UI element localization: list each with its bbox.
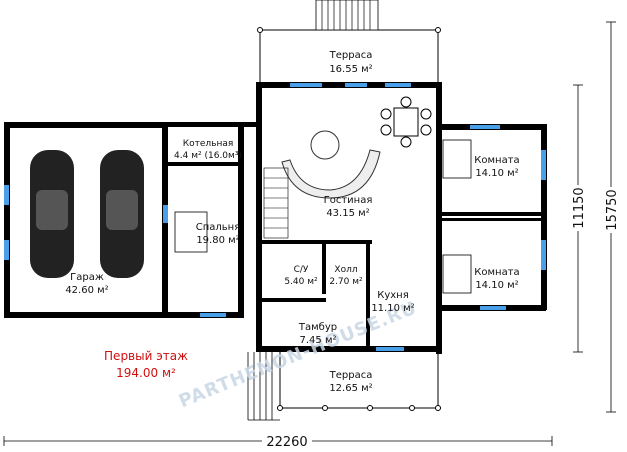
beds bbox=[174, 139, 472, 294]
boiler-area: 4.4 м² (16.0м³) bbox=[174, 151, 242, 161]
room-a-name: Комната bbox=[474, 155, 519, 166]
room-b-area: 14.10 м² bbox=[475, 280, 518, 291]
bedroom-name: Спальня bbox=[196, 222, 241, 233]
windows bbox=[4, 83, 546, 351]
depth-main-dimension: 11150 bbox=[572, 187, 587, 228]
steps-top bbox=[315, 0, 379, 31]
hall-name: Холл bbox=[334, 265, 357, 275]
steps-bottom bbox=[247, 352, 280, 421]
width-dimension: 22260 bbox=[266, 435, 307, 450]
kitchen-name: Кухня bbox=[377, 290, 409, 301]
garage-area: 42.60 м² bbox=[65, 285, 108, 296]
garage-name: Гараж bbox=[70, 272, 104, 283]
terrace-bottom-area: 12.65 м² bbox=[329, 383, 372, 394]
floor-summary: Первый этаж 194.00 м² bbox=[104, 349, 188, 380]
stairs bbox=[263, 167, 289, 239]
terrace-bottom-name: Терраса bbox=[329, 370, 373, 381]
wc-name: С/У bbox=[294, 265, 309, 275]
hall-area: 2.70 м² bbox=[329, 277, 363, 287]
vestibule-name: Тамбур bbox=[298, 322, 337, 333]
room-a-area: 14.10 м² bbox=[475, 168, 518, 179]
floor-area: 194.00 м² bbox=[116, 366, 176, 380]
terrace-top-name: Терраса bbox=[329, 50, 373, 61]
kitchen-area: 11.10 м² bbox=[371, 303, 414, 314]
sofa bbox=[281, 130, 381, 199]
terrace-top-area: 16.55 м² bbox=[329, 64, 372, 75]
wc-area: 5.40 м² bbox=[284, 277, 318, 287]
dining-table bbox=[380, 96, 432, 148]
dimension-width: 22260 bbox=[3, 433, 553, 450]
living-name: Гостиная bbox=[324, 195, 373, 206]
boiler-name: Котельная bbox=[183, 139, 234, 149]
floor-name: Первый этаж bbox=[104, 349, 188, 363]
living-area: 43.15 м² bbox=[326, 208, 369, 219]
room-labels: Терраса 16.55 м² Котельная 4.4 м² (16.0м… bbox=[65, 50, 519, 394]
room-b-name: Комната bbox=[474, 267, 519, 278]
terrace-top bbox=[257, 0, 441, 88]
vestibule-area: 7.45 м² bbox=[300, 335, 337, 346]
dimension-depth-total: 15750 bbox=[603, 21, 620, 413]
bedroom-area: 19.80 м² bbox=[196, 235, 239, 246]
dimension-depth-main: 11150 bbox=[570, 84, 587, 353]
cars bbox=[30, 150, 144, 278]
depth-total-dimension: 15750 bbox=[605, 189, 620, 230]
terrace-bottom bbox=[247, 352, 441, 421]
